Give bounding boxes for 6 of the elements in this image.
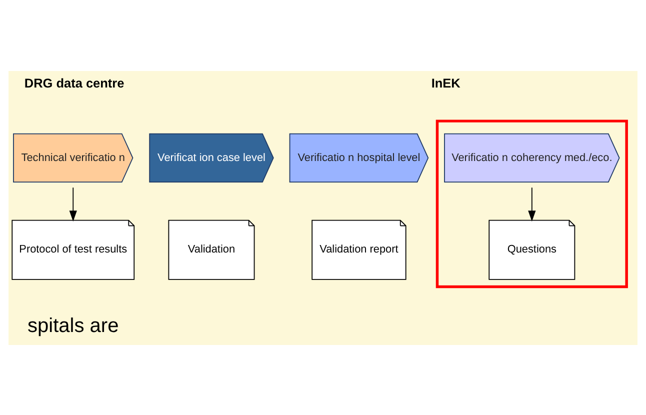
arrow (69, 186, 77, 222)
label: InEK (431, 75, 460, 90)
cluster (436, 119, 628, 288)
label: spitals are (28, 314, 119, 336)
arrow (528, 186, 536, 222)
label: DRG data centre (24, 75, 124, 90)
